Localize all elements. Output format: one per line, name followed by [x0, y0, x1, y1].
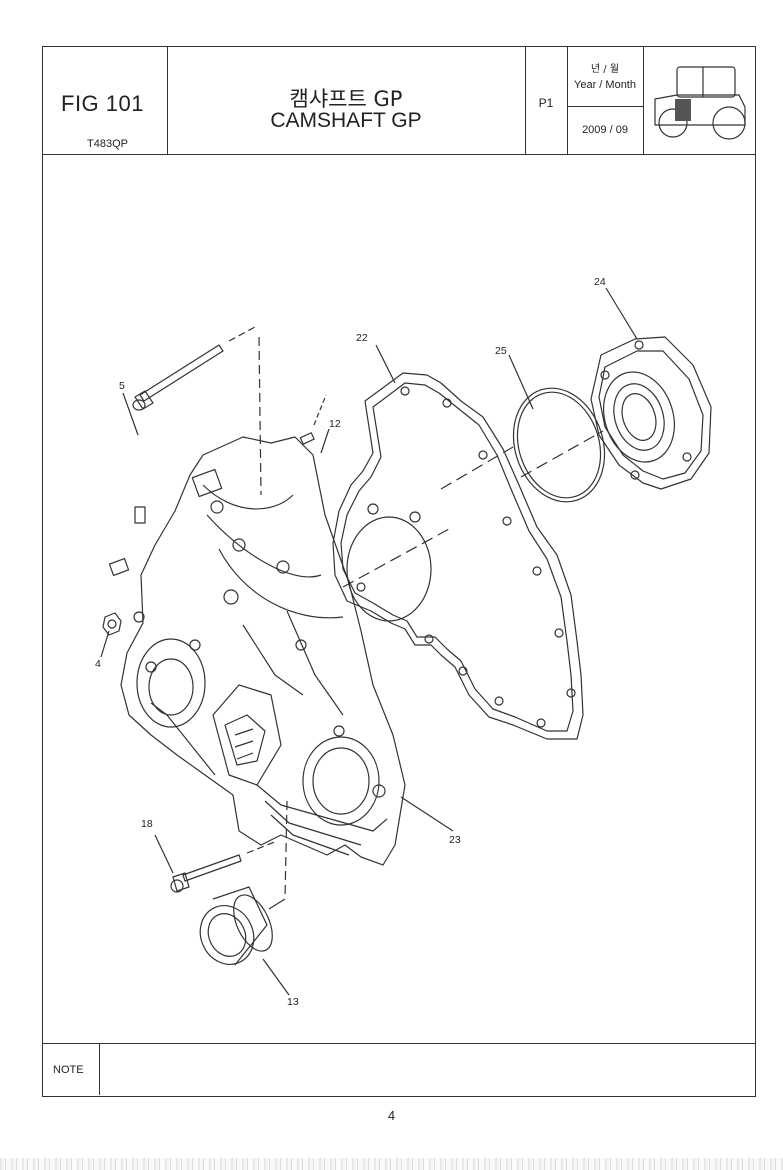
- header-col-divider: [525, 47, 526, 154]
- leader-line: [258, 336, 262, 496]
- centerline: [520, 430, 604, 478]
- callout-5: 5: [119, 380, 125, 392]
- exploded-parts-diagram: 5 12 22 25 24 4 23 18 13: [95, 276, 712, 1008]
- callout-24: 24: [594, 276, 606, 288]
- leader-line: [268, 898, 286, 910]
- leader-line: [154, 834, 174, 874]
- header-col-divider: [643, 47, 644, 154]
- note-label: NOTE: [53, 1064, 84, 1076]
- leader-line: [284, 800, 288, 900]
- leader-line: [400, 796, 454, 832]
- part-13-oil-seal: [199, 886, 273, 966]
- callout-12: 12: [329, 418, 341, 430]
- part-24-housing: [590, 336, 712, 490]
- page-title: CAMSHAFT GP: [270, 109, 422, 132]
- callout-4: 4: [95, 658, 101, 670]
- header-divider: [43, 154, 755, 155]
- note-col-divider: [99, 1043, 100, 1095]
- part-code: T483QP: [87, 138, 128, 150]
- page-number: 4: [387, 1108, 396, 1123]
- year-month-label: Year / Month: [574, 79, 636, 91]
- leader-line: [605, 287, 638, 340]
- centerline: [342, 528, 450, 588]
- leader-line: [508, 354, 534, 410]
- leader-line: [262, 958, 290, 996]
- page-code: P1: [538, 96, 554, 110]
- scan-edge: [0, 1158, 783, 1170]
- leader-line: [375, 344, 396, 384]
- part-12-pin: [299, 394, 327, 445]
- note-divider: [43, 1043, 755, 1044]
- page-title-korean: 캠샤프트 GP: [289, 87, 403, 111]
- header-col-divider: [167, 47, 168, 154]
- leader-line: [100, 630, 110, 658]
- callout-18: 18: [141, 818, 153, 830]
- callout-22: 22: [356, 332, 368, 344]
- figure-number: FIG 101: [61, 91, 144, 116]
- year-month-label-korean: 년 / 월: [590, 64, 620, 75]
- part-5-bolt: [132, 326, 256, 411]
- callout-25: 25: [495, 345, 507, 357]
- part-22-gasket: [332, 372, 584, 740]
- callout-23: 23: [449, 834, 461, 846]
- centerline: [440, 446, 514, 490]
- issue-date: 2009 / 09: [582, 124, 628, 136]
- header-col-divider: [567, 47, 568, 154]
- part-23-timing-cover: [108, 436, 406, 866]
- part-4-nut: [102, 612, 122, 636]
- part-25-o-ring: [512, 387, 606, 503]
- date-cell-divider: [567, 106, 643, 107]
- parts-sheet-frame: FIG 101 T483QP 캠샤프트 GP CAMSHAFT GP P1 년 …: [42, 46, 756, 1097]
- leader-line: [320, 428, 330, 454]
- leader-line: [122, 392, 139, 436]
- callout-13: 13: [287, 996, 299, 1008]
- tractor-icon: [654, 66, 746, 140]
- part-18-bolt: [170, 840, 278, 893]
